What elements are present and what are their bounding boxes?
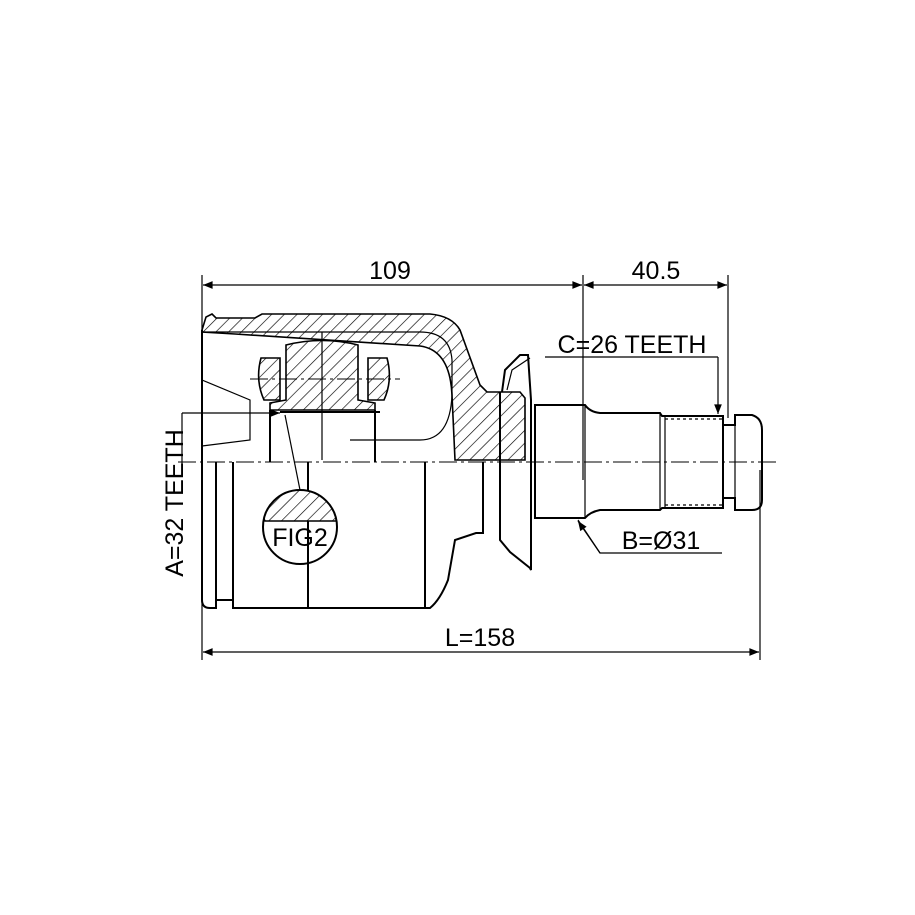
boot-flange bbox=[499, 354, 532, 571]
housing-outline bbox=[201, 462, 484, 609]
dimension-40-5-label: 40.5 bbox=[632, 257, 681, 285]
a-teeth-label: A=32 TEETH bbox=[161, 429, 189, 577]
total-length-label: L=158 bbox=[445, 624, 515, 652]
housing-section bbox=[201, 313, 526, 461]
b-diameter-label: B=Ø31 bbox=[622, 527, 701, 555]
fig2-detail: FIG2 bbox=[262, 414, 338, 565]
c-teeth-label: C=26 TEETH bbox=[558, 331, 707, 359]
dimension-109-label: 109 bbox=[369, 257, 411, 285]
shaft bbox=[534, 404, 763, 519]
fig2-label: FIG2 bbox=[272, 524, 328, 552]
